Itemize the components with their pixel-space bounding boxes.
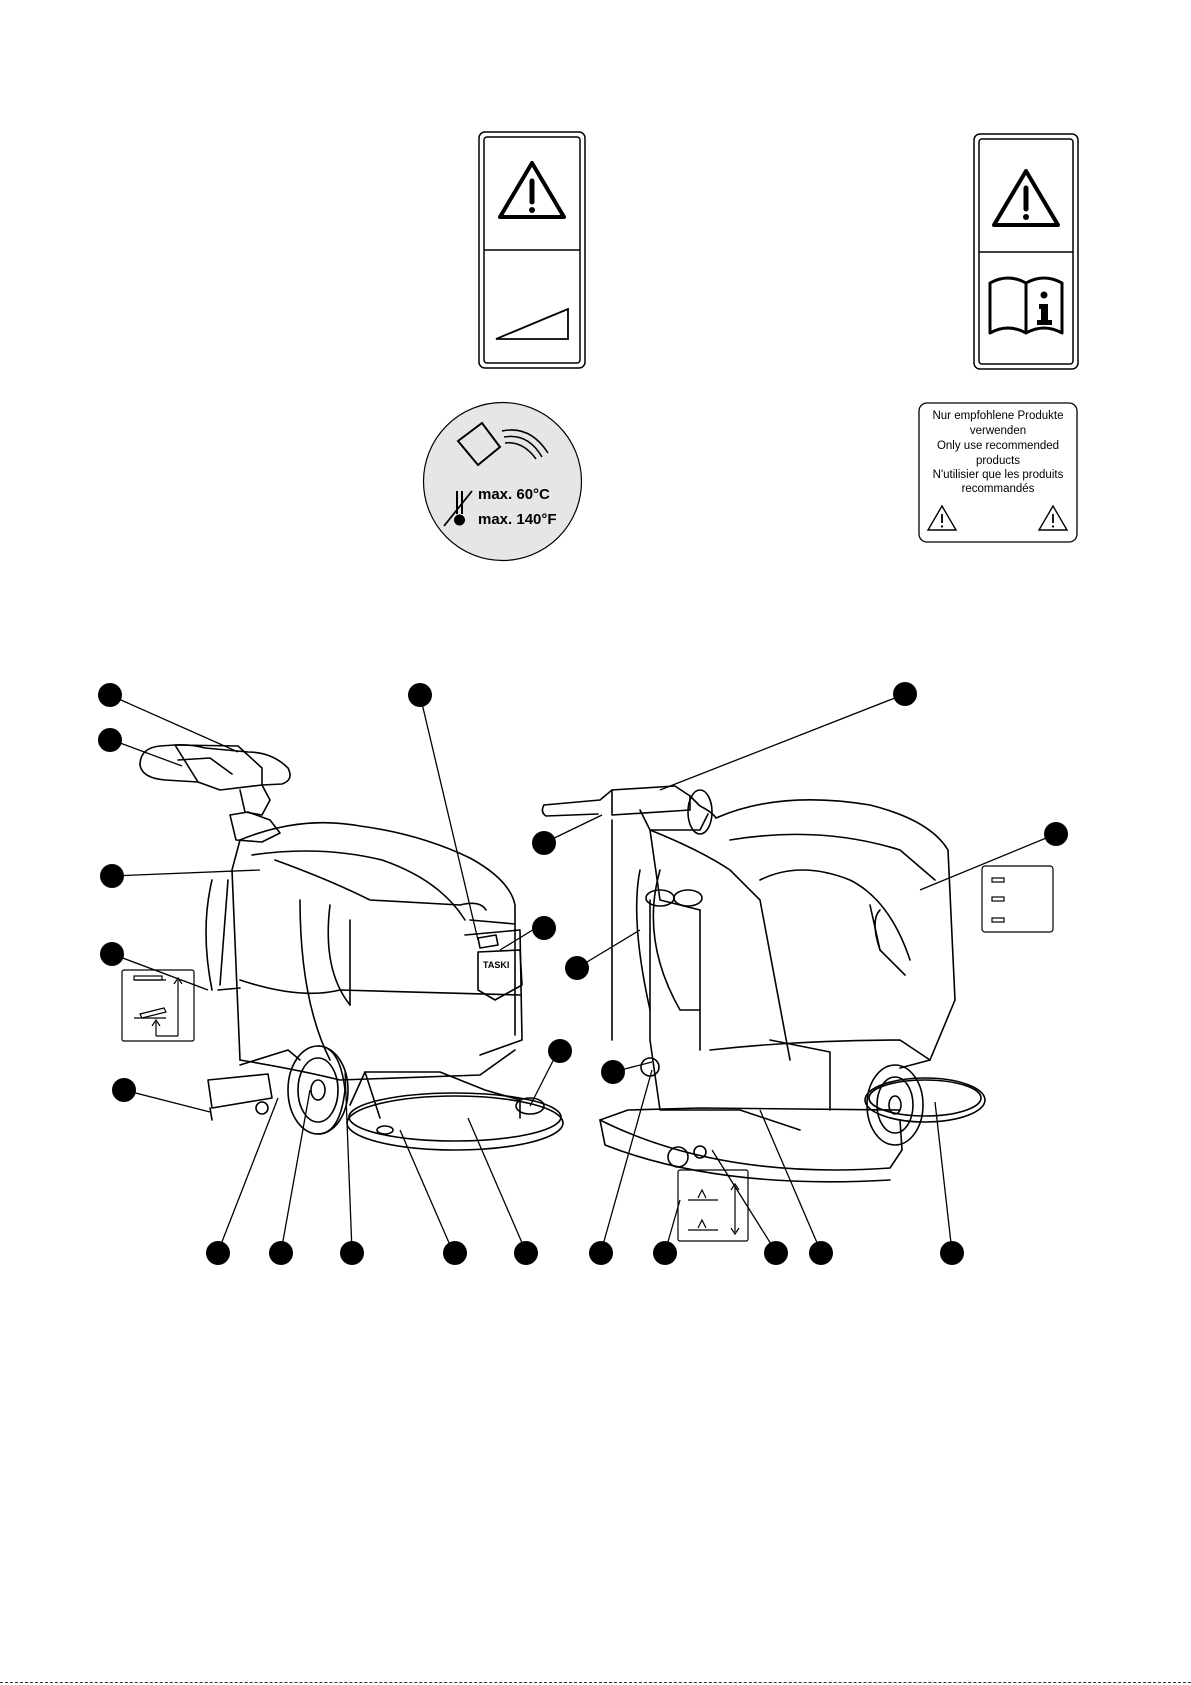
callout-marker (548, 1039, 572, 1063)
callout-marker (112, 1078, 136, 1102)
callout-marker (893, 682, 917, 706)
callout-marker (1044, 822, 1068, 846)
callout-marker (601, 1060, 625, 1084)
callout-marker (532, 916, 556, 940)
callout-marker (764, 1241, 788, 1265)
callout-marker (98, 683, 122, 707)
callout-marker (100, 864, 124, 888)
callout-marker (408, 683, 432, 707)
callout-marker (809, 1241, 833, 1265)
callout-marker (206, 1241, 230, 1265)
callout-marker (532, 831, 556, 855)
callout-marker (100, 942, 124, 966)
callout-marker (269, 1241, 293, 1265)
callout-marker (589, 1241, 613, 1265)
page-bottom-border (0, 1682, 1191, 1683)
callout-marker (514, 1241, 538, 1265)
callout-marker (940, 1241, 964, 1265)
callout-marker (565, 956, 589, 980)
callout-marker (340, 1241, 364, 1265)
callout-marker (98, 728, 122, 752)
callout-marker (443, 1241, 467, 1265)
callout-marker (653, 1241, 677, 1265)
